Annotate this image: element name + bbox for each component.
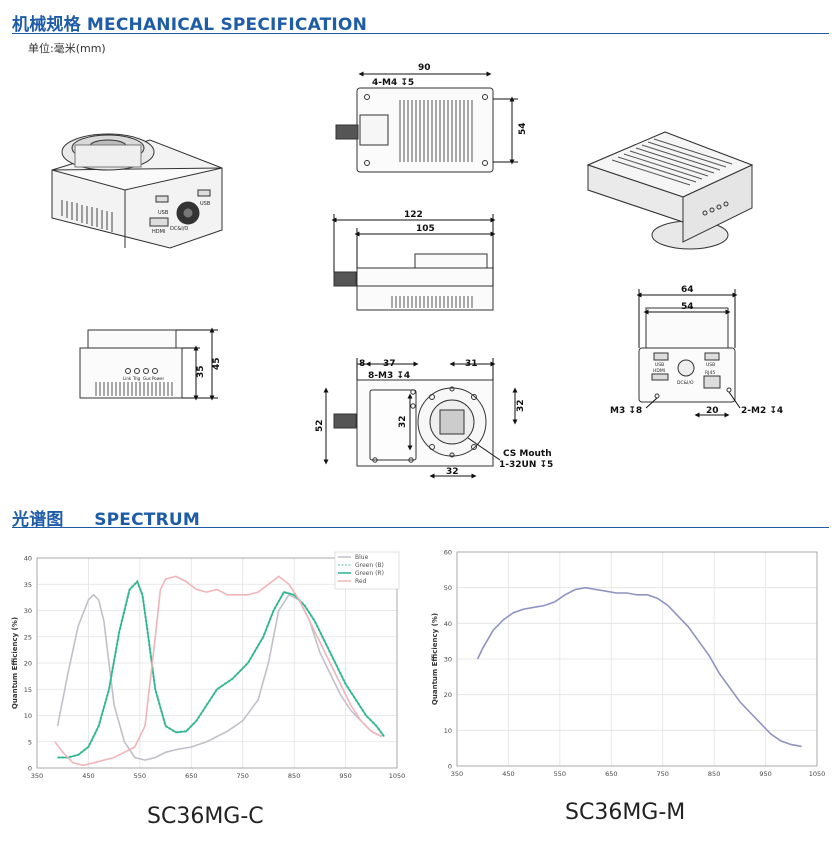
rear-view (636, 289, 741, 418)
model-label-color: SC36MG-C (147, 804, 264, 829)
mechanical-section-title: 机械规格 MECHANICAL SPECIFICATION (12, 15, 368, 35)
top-width-dim: 90 (418, 63, 431, 73)
rear-port-label: HDMI (653, 368, 665, 374)
x-tick-label: 950 (759, 770, 771, 778)
front-d32r-dim: 32 (516, 399, 526, 412)
x-tick-label: 750 (237, 772, 249, 780)
y-tick-label: 10 (444, 727, 452, 735)
rear-port-label: USB (655, 362, 664, 368)
rear-width-outer-dim: 64 (681, 285, 694, 295)
spectrum-chart-color: 0 5 10 15 20 25 30 35 40 350 450 550 650 750 850 950 105… (11, 551, 406, 780)
camera-iso-front (51, 133, 223, 249)
y-tick-label: 15 (24, 686, 32, 694)
legend-label: Green (R) (355, 570, 384, 577)
legend-box (334, 551, 400, 590)
rear-center-note: 20 (706, 406, 719, 416)
y-tick-label: 40 (444, 620, 452, 628)
thread-label: 1-32UN ↧5 (499, 460, 553, 470)
legend-label: Red (355, 578, 367, 585)
series-line-2 (57, 580, 385, 759)
y-tick-label: 20 (24, 660, 32, 668)
x-tick-label: 450 (502, 770, 514, 778)
iso-port-label: DC&I/O (170, 226, 188, 232)
series-line-3 (54, 575, 382, 767)
top-height-dim: 54 (518, 122, 528, 135)
rear-port-label: RJ45 (705, 370, 715, 376)
x-tick-label: 1050 (389, 772, 406, 780)
plot-frame (36, 557, 398, 769)
x-tick-label: 850 (708, 770, 720, 778)
rear-right-note: 2-M2 ↧4 (741, 406, 783, 416)
camera-iso-back (586, 131, 754, 250)
y-tick-label: 20 (444, 691, 452, 699)
x-tick-label: 450 (82, 772, 94, 780)
x-axis-label: Wavelength (nm) (601, 781, 674, 782)
x-tick-label: 650 (185, 772, 197, 780)
iso-port-label: USB (200, 201, 211, 207)
led-label: Trig (132, 376, 141, 381)
short-h35-dim: 35 (196, 365, 206, 378)
led-label: Link (123, 376, 132, 381)
front-d37-dim: 37 (383, 359, 396, 369)
spectrum-section-title: 光谱图 SPECTRUM (12, 510, 200, 530)
y-tick-label: 10 (24, 712, 32, 720)
series-line-0 (476, 586, 802, 748)
rear-port-label: DC&I/O (677, 380, 694, 386)
front-hole-note: 8-M3 ↧4 (368, 371, 410, 381)
y-tick-label: 40 (24, 555, 32, 563)
rear-left-note: M3 ↧8 (610, 406, 642, 416)
front-d32v-dim: 32 (398, 415, 408, 428)
x-tick-label: 750 (657, 770, 669, 778)
y-tick-label: 50 (444, 584, 452, 592)
side-view (331, 214, 496, 311)
rear-width-inner-dim: 54 (681, 302, 694, 312)
front-d8-dim: 8 (359, 359, 365, 369)
x-tick-label: 950 (339, 772, 351, 780)
x-tick-label: 350 (451, 770, 463, 778)
front-d31-dim: 31 (465, 359, 478, 369)
short-h45-dim: 45 (212, 357, 222, 370)
y-tick-label: 60 (444, 549, 452, 557)
mechanical-title-rule (12, 33, 829, 34)
y-tick-label: 30 (444, 656, 452, 664)
iso-port-label: HDMI (152, 229, 165, 235)
y-tick-label: 25 (24, 633, 32, 641)
y-tick-label: 0 (28, 765, 32, 773)
iso-port-label: USB (158, 210, 169, 216)
led-label: Power (152, 376, 164, 381)
x-tick-label: 1050 (809, 770, 826, 778)
unit-label: 单位:毫米(mm) (28, 42, 106, 55)
y-tick-label: 0 (448, 763, 452, 771)
y-tick-label: 35 (24, 581, 32, 589)
top-hole-note: 4-M4 ↧5 (372, 78, 414, 88)
x-tick-label: 850 (288, 772, 300, 780)
front-view (323, 358, 518, 479)
side-body-dim: 105 (416, 224, 435, 234)
short-view (79, 327, 218, 401)
legend-label: Blue (355, 554, 369, 561)
y-axis-label: Quantum Efficiency (%) (11, 617, 19, 709)
spectrum-title-rule (12, 527, 829, 528)
series-line-1 (57, 579, 386, 759)
legend-label: Green (B) (355, 562, 384, 569)
spectrum-chart-mono: 0 10 20 30 40 50 60 350 450 550 650 750 850 950 1050Wa… (431, 549, 826, 783)
y-tick-label: 5 (28, 738, 32, 746)
y-tick-label: 30 (24, 607, 32, 615)
x-tick-label: 550 (554, 770, 566, 778)
front-d32b-dim: 32 (446, 467, 459, 477)
rear-port-label: USB (706, 362, 715, 368)
x-tick-label: 350 (31, 772, 43, 780)
cs-mount-label: CS Mouth (503, 449, 552, 459)
led-label: Gus (143, 376, 151, 381)
y-axis-label: Quantum Efficiency (%) (431, 613, 439, 705)
mechanical-drawings: USB USB HDMI DC&I/O 90 4-M4 ↧5 54 (51, 63, 783, 479)
side-overall-dim: 122 (404, 210, 423, 220)
plot-frame (456, 551, 818, 767)
x-tick-label: 550 (134, 772, 146, 780)
model-label-mono: SC36MG-M (565, 800, 686, 825)
front-d52-dim: 52 (315, 419, 325, 432)
x-tick-label: 650 (605, 770, 617, 778)
top-view (335, 71, 518, 173)
series-line-0 (56, 593, 382, 761)
